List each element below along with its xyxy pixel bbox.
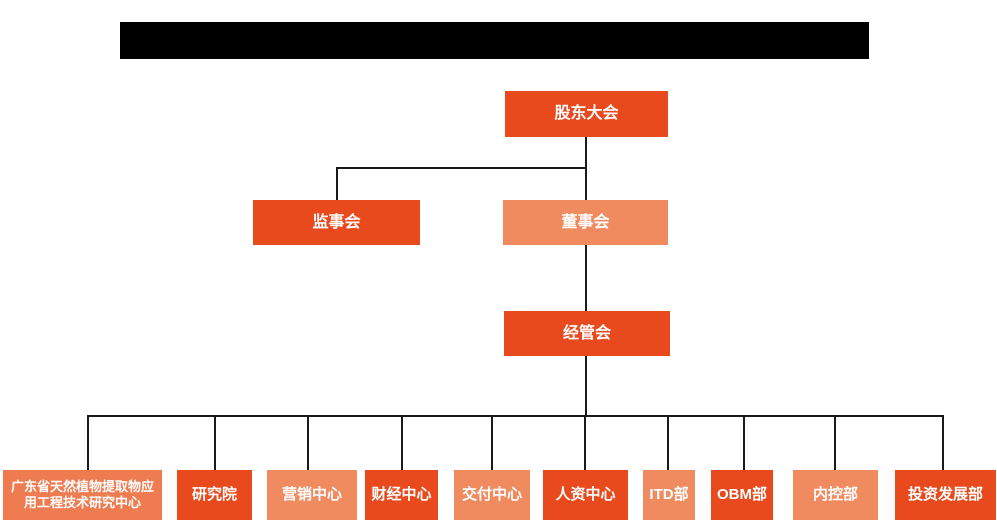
connector-drop-investment: [942, 415, 944, 470]
node-internal-control-department: 内控部: [793, 470, 878, 520]
connector-to-supervisory: [336, 167, 338, 200]
node-finance-center: 财经中心: [365, 470, 438, 520]
node-delivery-center: 交付中心: [454, 470, 530, 520]
connector-drop-research-center: [87, 415, 89, 470]
node-research-center: 广东省天然植物提取物应用工程技术研究中心: [3, 470, 162, 520]
node-hr-center: 人资中心: [543, 470, 628, 520]
node-obm-department: OBM部: [711, 470, 773, 520]
connector-board-to-management: [585, 245, 587, 311]
connector-drop-itd: [667, 415, 669, 470]
connector-management-to-bus: [585, 356, 587, 417]
connector-branch-horizontal: [336, 167, 587, 169]
connector-drop-finance: [401, 415, 403, 470]
node-shareholders-meeting: 股东大会: [505, 91, 668, 137]
node-management-committee: 经管会: [504, 311, 670, 356]
node-research-institute: 研究院: [177, 470, 252, 520]
node-itd-department: ITD部: [643, 470, 695, 520]
node-marketing-center: 营销中心: [267, 470, 357, 520]
connector-drop-research-institute: [214, 415, 216, 470]
connector-drop-delivery: [491, 415, 493, 470]
connector-departments-bus: [88, 415, 944, 417]
node-investment-development-department: 投资发展部: [895, 470, 996, 520]
redacted-title-bar: [120, 22, 869, 59]
connector-drop-hr: [584, 415, 586, 470]
node-board-of-directors: 董事会: [503, 200, 668, 245]
connector-drop-internal-control: [834, 415, 836, 470]
node-supervisory-board: 监事会: [253, 200, 420, 245]
connector-drop-marketing: [307, 415, 309, 470]
connector-drop-obm: [743, 415, 745, 470]
